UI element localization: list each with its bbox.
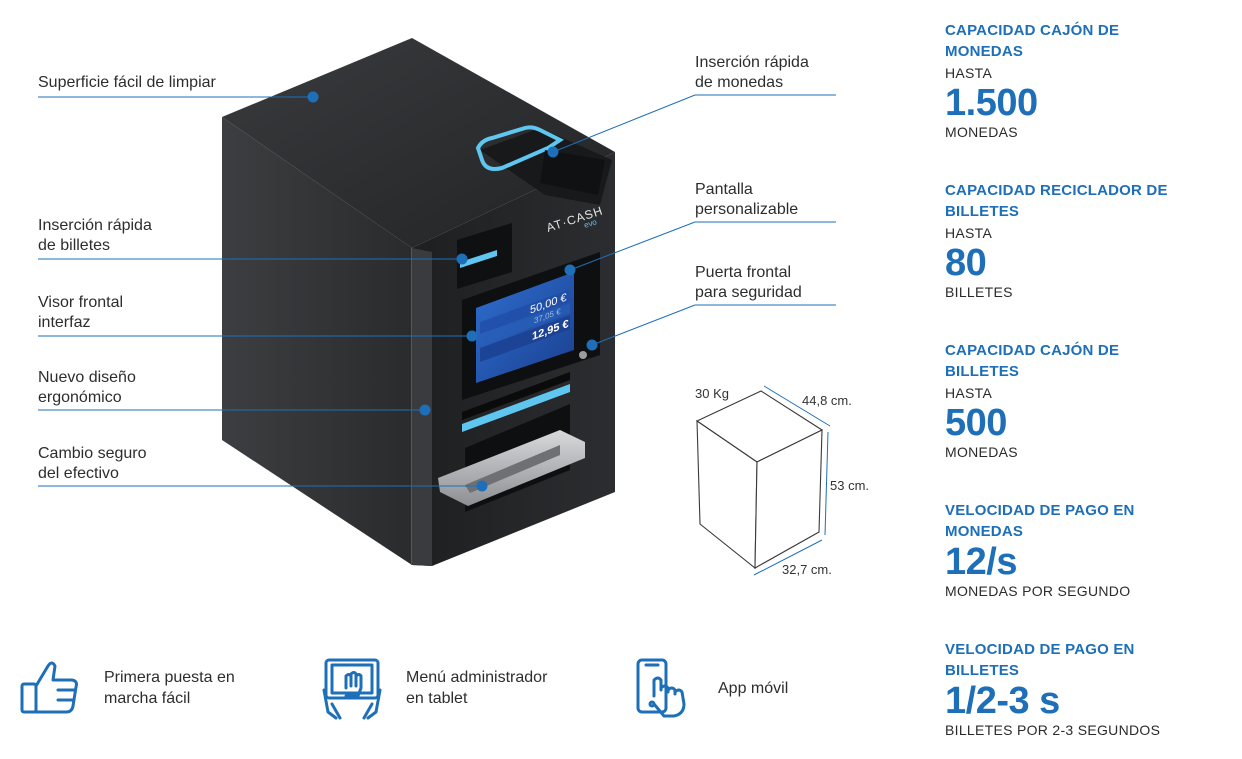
spec-bill-speed: VELOCIDAD DE PAGO EN BILLETES 1/2-3 s BI… — [945, 639, 1235, 739]
machine-brand-sub: evo — [583, 217, 599, 230]
spec-title: CAPACIDAD CAJÓN DE BILLETES — [945, 342, 1120, 380]
spec-title: CAPACIDAD CAJÓN DE MONEDAS — [945, 22, 1120, 60]
dim-width: 32,7 cm. — [782, 562, 832, 577]
callout-coin-insert: Inserción rápida de monedas — [695, 54, 809, 91]
callout-cash-change: Cambio seguro del efectivo — [38, 445, 147, 482]
spec-unit: MONEDAS — [945, 124, 1018, 140]
dim-weight: 30 Kg — [695, 386, 729, 401]
feature-mobile-app-text: App móvil — [718, 679, 789, 697]
spec-unit: MONEDAS POR SEGUNDO — [945, 583, 1131, 599]
spec-value: 500 — [945, 402, 1007, 444]
spec-value: 1.500 — [945, 82, 1038, 124]
spec-bill-drawer: CAPACIDAD CAJÓN DE BILLETES HASTA 500 MO… — [945, 340, 1235, 461]
spec-unit: MONEDAS — [945, 444, 1018, 460]
product-illustration: AT·CASH evo 50,00 € 37,05 € 12,95 € — [38, 38, 836, 576]
spec-bill-recycler: CAPACIDAD RECICLADOR DE BILLETES HASTA 8… — [945, 180, 1235, 301]
machine-side — [222, 117, 412, 565]
callout-ergonomic: Nuevo diseño ergonómico — [38, 369, 136, 406]
spec-value: 80 — [945, 242, 987, 284]
callout-screen: Pantalla personalizable — [695, 181, 799, 218]
spec-title: VELOCIDAD DE PAGO EN MONEDAS — [945, 502, 1135, 540]
tablet-hands-icon — [322, 658, 382, 720]
feature-easy-setup: Primera puesta en marcha fácil — [18, 656, 235, 720]
machine-top — [222, 38, 615, 248]
callout-front-display: Visor frontal interfaz — [38, 294, 124, 331]
callout-surface: Superficie fácil de limpiar — [38, 74, 216, 91]
lock-icon — [579, 351, 587, 359]
spec-prefix: HASTA — [945, 225, 993, 241]
spec-unit: BILLETES POR 2-3 SEGUNDOS — [945, 722, 1161, 738]
feature-mobile-app: App móvil — [632, 656, 788, 720]
spec-coin-drawer: CAPACIDAD CAJÓN DE MONEDAS HASTA 1.500 M… — [945, 20, 1235, 141]
spec-prefix: HASTA — [945, 385, 993, 401]
feature-tablet-admin: Menú administrador en tablet — [320, 656, 547, 720]
mobile-app-icon — [636, 658, 686, 718]
spec-title: CAPACIDAD RECICLADOR DE BILLETES — [945, 182, 1168, 220]
dim-depth: 44,8 cm. — [802, 393, 852, 408]
spec-title: VELOCIDAD DE PAGO EN BILLETES — [945, 641, 1135, 679]
callout-bill-insert: Inserción rápida de billetes — [38, 217, 152, 254]
dimension-box — [695, 390, 824, 570]
dim-height: 53 cm. — [830, 478, 870, 493]
callout-front-door: Puerta frontal para seguridad — [695, 264, 802, 301]
spec-value: 12/s — [945, 541, 1017, 583]
spec-prefix: HASTA — [945, 65, 993, 81]
spec-unit: BILLETES — [945, 284, 1013, 300]
spec-value: 1/2-3 s — [945, 680, 1060, 722]
spec-coin-speed: VELOCIDAD DE PAGO EN MONEDAS 12/s MONEDA… — [945, 500, 1235, 600]
feature-easy-setup-text: Primera puesta en marcha fácil — [104, 669, 235, 707]
feature-tablet-admin-text: Menú administrador en tablet — [406, 669, 548, 707]
thumbs-up-icon — [20, 661, 78, 714]
